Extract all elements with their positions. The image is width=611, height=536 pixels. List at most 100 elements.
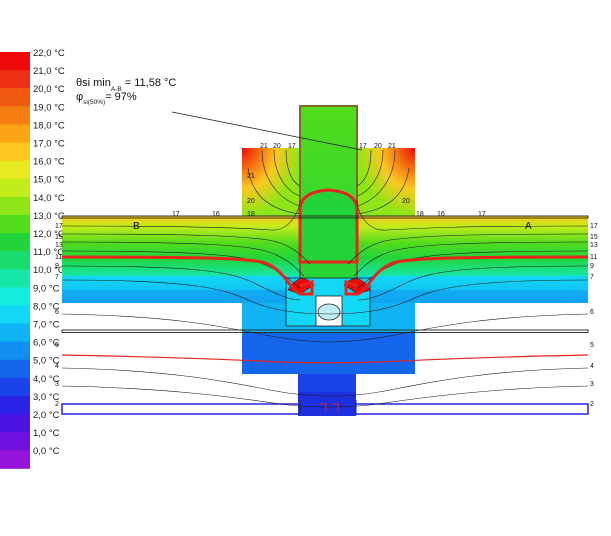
isotherm-label-left-edge: 4	[55, 363, 59, 370]
region-label-a: A	[525, 221, 532, 232]
legend-swatch	[0, 142, 30, 162]
isotherm-label-left-column: 20	[247, 198, 255, 205]
legend-swatch	[0, 196, 30, 216]
central-column-lower	[242, 332, 415, 374]
isotherm-label-right-edge: 5	[590, 342, 594, 349]
isotherm-label-row-right: 17	[478, 211, 486, 218]
isotherm-label-right-edge: 11	[590, 254, 597, 261]
legend-label: 1,0 °C	[33, 428, 60, 439]
isotherm-label-right-edge: 7	[590, 274, 594, 281]
isotherm-label-right-edge: 13	[590, 242, 598, 249]
theta-sub: A-B	[111, 86, 122, 93]
theta-main: si min	[82, 77, 111, 89]
legend-swatch	[0, 233, 30, 252]
isotherm-label-right-edge: 9	[590, 263, 594, 270]
legend-swatch	[0, 287, 30, 306]
isotherm-lines	[61, 149, 589, 408]
legend-label: 12,0 °C	[33, 229, 65, 240]
isotherm-label-right-edge: 6	[590, 309, 594, 316]
legend-swatch	[0, 341, 30, 361]
isotherm-label-top-right: 21	[388, 143, 396, 150]
region-label-b: B	[133, 221, 140, 232]
svg-text:θsi minA-B = 11,58 °C: θsi minA-B = 11,58 °C	[76, 77, 176, 93]
legend-label: 15,0 °C	[33, 175, 65, 186]
isotherm-label-top-right: 20	[374, 143, 382, 150]
isotherm-label-right-edge: 3	[590, 381, 594, 388]
shell-outlines	[61, 215, 589, 414]
isotherm-label-left-edge: 3	[55, 381, 59, 388]
isotherm-label-right-column: 18	[416, 211, 424, 218]
legend-swatch	[0, 70, 30, 89]
legend-swatch	[0, 178, 30, 198]
isotherm-label-left-edge: 6	[55, 309, 59, 316]
legend-label: 2,0 °C	[33, 410, 60, 421]
legend-swatch	[0, 450, 30, 469]
gasket-oval	[317, 303, 341, 321]
legend-label: 6,0 °C	[33, 338, 60, 349]
legend-swatch	[0, 395, 30, 415]
isotherm-label-right-column: 20	[402, 198, 410, 205]
isotherm-label-top-left: 20	[273, 143, 281, 150]
isotherm-label-right-edge: 15	[590, 234, 598, 241]
legend-swatch	[0, 52, 30, 71]
legend-swatch	[0, 269, 30, 288]
legend-swatch	[0, 251, 30, 270]
legend-swatch	[0, 160, 30, 180]
phi-value: = 97%	[105, 91, 137, 103]
legend-swatch	[0, 124, 30, 143]
isotherm-label-right-edge: 17	[590, 223, 598, 230]
isotherm-label-left-edge: 7	[55, 274, 59, 281]
isotherm-label-left-edge: 9	[55, 263, 59, 270]
theta-annotation: θsi minA-B = 11,58 °C φsi(50%)= 97%	[76, 77, 176, 106]
legend-label: 3,0 °C	[33, 392, 60, 403]
isotherm-label-row-left: 16	[212, 211, 220, 218]
isotherm-label-left-edge: 11	[55, 254, 62, 261]
isotherm-label-left-edge: 17	[55, 223, 63, 230]
legend-label: 19,0 °C	[33, 102, 65, 113]
isotherm-label-row-left: 17	[172, 211, 180, 218]
isotherm-label-top-right: 17	[359, 143, 367, 150]
legend-swatch	[0, 323, 30, 343]
legend-swatch	[0, 432, 30, 451]
legend-swatch	[0, 359, 30, 379]
legend-swatch	[0, 414, 30, 433]
legend-label: 13,0 °C	[33, 211, 65, 222]
isotherm-label-right-edge: 2	[590, 401, 594, 408]
legend-label: 7,0 °C	[33, 320, 60, 331]
glazing-profile	[298, 188, 359, 264]
isotherm-label-left-edge: 15	[55, 234, 63, 241]
isotherm-label-row-right: 16	[437, 211, 445, 218]
legend-label: 9,0 °C	[33, 283, 60, 294]
isotherm-label-left-edge: 13	[55, 242, 63, 249]
legend-swatch	[0, 377, 30, 397]
legend-swatch	[0, 305, 30, 324]
legend-label: 21,0 °C	[33, 66, 65, 77]
isotherm-label-left-column: 18	[247, 211, 255, 218]
legend-label: 18,0 °C	[33, 120, 65, 131]
phi-sub: si(50%)	[83, 99, 105, 106]
right-upper-box	[357, 148, 415, 216]
theta-value: = 11,58 °C	[122, 77, 177, 89]
legend-label: 22,0 °C	[33, 48, 65, 59]
legend-label: 17,0 °C	[33, 139, 65, 150]
svg-text:φsi(50%)= 97%: φsi(50%)= 97%	[76, 91, 137, 106]
legend-label: 0,0 °C	[33, 446, 60, 457]
temperature-legend: 22,0 °C21,0 °C20,0 °C19,0 °C18,0 °C17,0 …	[0, 48, 65, 469]
isotherm-label-top-left: 17	[288, 143, 296, 150]
legend-swatch	[0, 88, 30, 107]
legend-label: 10,0 °C	[33, 265, 65, 276]
thermal-field	[61, 105, 589, 416]
theta-symbol: θ	[76, 77, 82, 89]
legend-swatch	[0, 214, 30, 234]
legend-label: 20,0 °C	[33, 84, 65, 95]
critical-isotherm	[61, 255, 589, 364]
phi-symbol: φ	[76, 91, 83, 103]
legend-label: 14,0 °C	[33, 193, 65, 204]
isotherm-label-left-edge: 2	[55, 401, 59, 408]
legend-label: 8,0 °C	[33, 301, 60, 312]
legend-label: 11,0 °C	[33, 247, 64, 258]
isotherm-label-right-edge: 4	[590, 363, 594, 370]
legend-label: 4,0 °C	[33, 374, 60, 385]
